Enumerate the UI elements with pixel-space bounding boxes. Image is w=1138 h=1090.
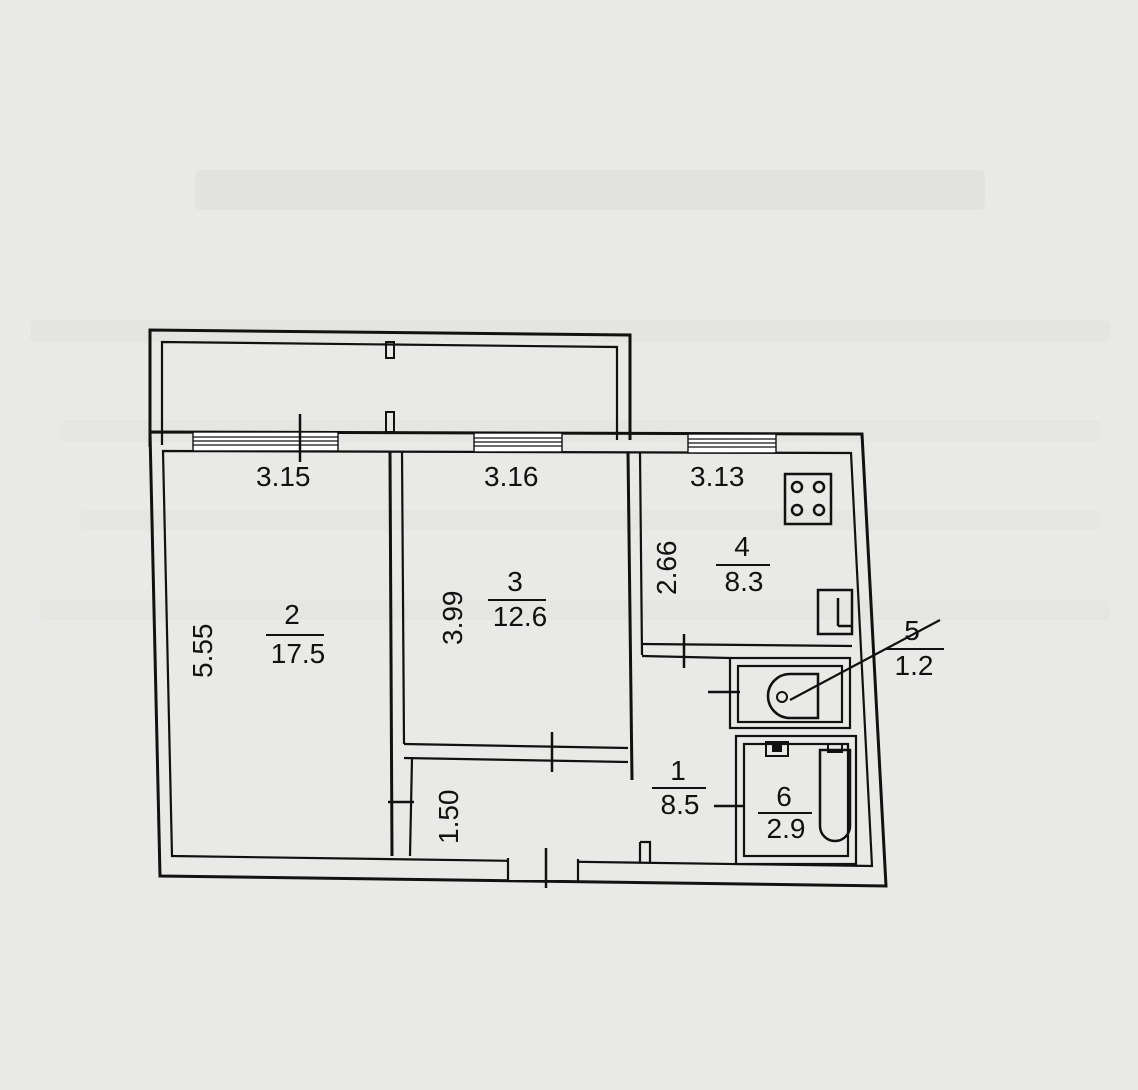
room-3-area: 12.6	[493, 601, 548, 632]
room-2-number: 2	[284, 599, 300, 630]
room-6-number: 6	[776, 781, 792, 812]
room-3-number: 3	[507, 566, 523, 597]
room-2-area: 17.5	[271, 638, 326, 669]
room-6-label: 6 2.9	[758, 781, 812, 844]
room-5-label: 5 1.2	[886, 615, 944, 681]
window-room2	[192, 414, 339, 462]
room-6-bathroom	[714, 734, 858, 866]
width-room4: 3.13	[690, 461, 745, 492]
room-3-label: 3 12.6	[488, 566, 547, 632]
toilet-icon	[766, 672, 820, 720]
bathtub-icon	[818, 743, 852, 843]
width-room2: 3.15	[256, 461, 311, 492]
balcony	[148, 328, 632, 447]
length-room3: 3.99	[437, 591, 468, 646]
window-room4	[687, 433, 777, 454]
sink-icon	[765, 741, 789, 757]
room-1-label: 1 8.5	[652, 755, 706, 820]
length-room2: 5.55	[187, 624, 218, 679]
room-4-number: 4	[734, 531, 750, 562]
background-ghost-print	[30, 170, 1110, 620]
length-room4: 2.66	[651, 541, 682, 596]
kitchen-sink-icon	[816, 588, 854, 636]
room-5-area: 1.2	[895, 650, 934, 681]
room-4-area: 8.3	[725, 566, 764, 597]
width-room3: 3.16	[484, 461, 539, 492]
room-1-area: 8.5	[661, 789, 700, 820]
room-6-area: 2.9	[767, 813, 806, 844]
window-room3	[473, 432, 563, 453]
room-5-number: 5	[904, 615, 920, 646]
outer-walls	[148, 430, 888, 888]
entrance-door	[506, 848, 580, 888]
room-2-label: 2 17.5	[266, 599, 325, 669]
room-1-number: 1	[670, 755, 686, 786]
stove-icon	[783, 472, 833, 526]
room-4-label: 4 8.3	[716, 531, 770, 597]
room-5-leader-line	[789, 619, 941, 701]
length-hall: 1.50	[433, 790, 464, 845]
room-5-wc	[708, 656, 852, 730]
interior-walls	[388, 450, 853, 862]
